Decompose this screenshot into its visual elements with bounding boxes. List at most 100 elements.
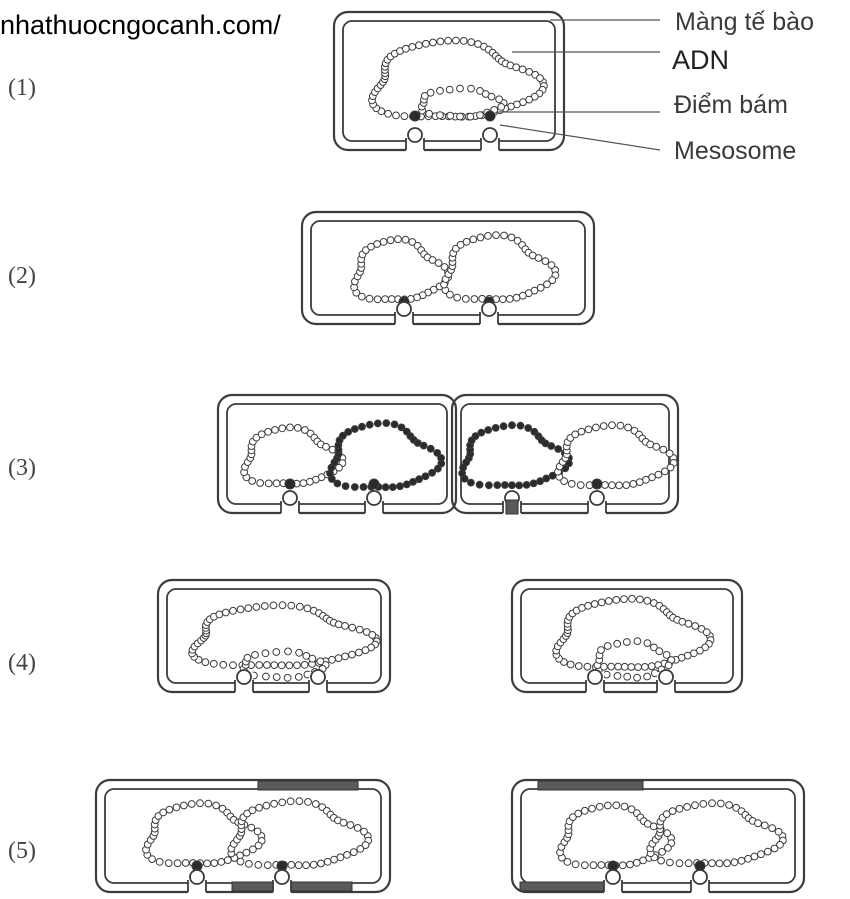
dna-bead [485, 481, 493, 490]
dna-bead [440, 263, 449, 271]
dna-bead [534, 254, 543, 262]
dna-bead [477, 428, 486, 437]
dna-bead [536, 283, 545, 292]
dna-bead [323, 857, 332, 866]
cell-step-3-left [216, 393, 458, 515]
dna-bead [261, 649, 270, 658]
dna-bead [346, 821, 355, 829]
dna-bead [662, 651, 671, 659]
mesosome-loop [692, 869, 708, 885]
mesosome-step-3d [587, 490, 607, 515]
mesosome-step-4c [585, 669, 605, 694]
new-wall-step-5c [537, 780, 644, 791]
attachment-point [484, 110, 496, 122]
dna-bead [492, 231, 500, 240]
dna-bead [429, 38, 437, 47]
dna-bead [306, 477, 314, 486]
dna-bead [339, 818, 348, 827]
dna-bead [243, 653, 252, 662]
dna-bead [633, 637, 642, 645]
dna-bead [285, 661, 294, 670]
dna-bead [287, 861, 296, 869]
dna-bead [548, 276, 557, 285]
label-attachment-point: Điểm bám [674, 91, 788, 119]
dna-bead [333, 479, 342, 488]
dna-bead [626, 860, 634, 869]
attachment-point [284, 478, 296, 490]
dna-bead [425, 109, 434, 118]
dna-bead [203, 859, 212, 868]
dna-bead [628, 594, 636, 603]
dna-bead [516, 421, 525, 430]
dna-bead [436, 111, 444, 120]
mesosome-step-4a [234, 669, 254, 694]
dna-bead [699, 800, 708, 808]
mesosome-step-5a [187, 869, 207, 894]
dna-bead [236, 605, 245, 614]
step-label-2: (2) [8, 263, 36, 289]
dna-bead [344, 428, 353, 436]
dna-bead [649, 822, 658, 831]
dna-bead [654, 470, 663, 479]
dna-bead [499, 422, 508, 431]
dna-bead [252, 603, 261, 611]
dna-bead [251, 651, 259, 659]
dna-bead [428, 256, 437, 264]
dna-bead [702, 628, 711, 637]
dna-bead [269, 601, 278, 610]
dna-bead [576, 481, 585, 490]
dna-bead [341, 652, 350, 661]
dna-bead [348, 623, 357, 632]
dna-bead [620, 802, 629, 811]
mesosome-loop [605, 869, 621, 885]
dna-bead [201, 658, 210, 667]
cell-wall-outer [510, 578, 744, 694]
dna-bead [217, 858, 226, 866]
dna-copy-c-step-5 [556, 801, 676, 872]
dna-bead [466, 112, 475, 121]
dna-step-4b [552, 594, 715, 671]
dna-bead [248, 477, 257, 485]
dna-bead [446, 290, 454, 299]
dna-bead [348, 650, 356, 659]
dna-bead [708, 859, 716, 868]
dna-bead [774, 827, 783, 836]
dna-bead [293, 661, 301, 670]
dna-bead [691, 622, 700, 630]
dna-bead [308, 654, 317, 663]
dna-bead [286, 797, 295, 806]
step-label-3: (3) [8, 455, 36, 481]
dna-bead [271, 426, 279, 434]
dna-bead [620, 595, 628, 603]
dna-bead [536, 477, 544, 486]
dna-bead [601, 481, 609, 489]
dna-bead [613, 639, 622, 648]
dna-bead [612, 596, 621, 604]
dna-bead [365, 420, 374, 429]
dna-bead [583, 662, 592, 671]
dna-bead [663, 829, 672, 838]
dna-bead [708, 799, 716, 808]
dna-bead [229, 606, 237, 615]
dna-bead [428, 468, 437, 477]
dna-bead [361, 646, 370, 655]
dna-bead [358, 422, 366, 431]
cell-wall-outer [156, 578, 392, 694]
mesosome-stalk [308, 680, 328, 692]
dna-bead [666, 463, 675, 472]
dna-bead [763, 847, 772, 856]
dna-bead [664, 844, 672, 852]
dna-bead [515, 481, 524, 490]
dna-bead [254, 841, 263, 850]
dna-bead [574, 809, 583, 818]
dna-bead [446, 111, 455, 120]
mesosome-stalk [234, 680, 254, 692]
dna-bead [295, 602, 304, 611]
mesosome-step-4b [308, 669, 328, 694]
mesosome-step-5b [272, 869, 292, 894]
dna-bead [263, 661, 271, 669]
dna-bead [341, 622, 349, 630]
dna-bead [311, 800, 320, 808]
cell-wall-outer [300, 210, 596, 326]
dna-bead [264, 479, 273, 488]
